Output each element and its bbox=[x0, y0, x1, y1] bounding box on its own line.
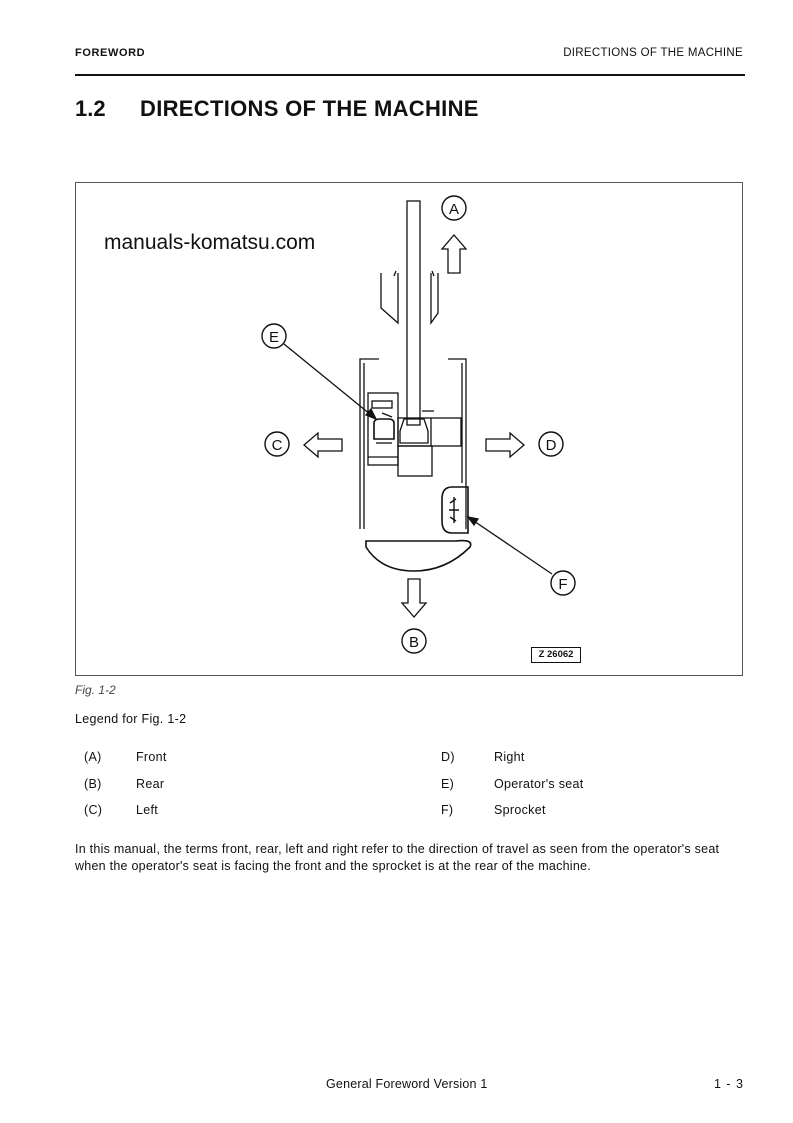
label-circle-f bbox=[550, 570, 576, 596]
legend-text-b: Rear bbox=[136, 777, 165, 791]
arrow-rear-icon bbox=[400, 578, 428, 618]
label-circle-e bbox=[261, 323, 287, 349]
header-rule bbox=[75, 74, 745, 76]
sprocket bbox=[441, 486, 469, 534]
watermark: manuals-komatsu.com bbox=[104, 231, 316, 254]
legend-text-e: Operator's seat bbox=[494, 777, 584, 791]
legend-text-f: Sprocket bbox=[494, 803, 546, 817]
legend-key-c: (C) bbox=[84, 803, 103, 817]
legend-text-d: Right bbox=[494, 750, 525, 764]
label-f: F bbox=[558, 576, 567, 593]
header-section: FOREWORD bbox=[75, 47, 146, 59]
label-circle-b bbox=[401, 628, 427, 654]
legend-key-d: D) bbox=[441, 750, 455, 764]
body-paragraph: In this manual, the terms front, rear, l… bbox=[75, 842, 720, 873]
header-chapter: DIRECTIONS OF THE MACHINE bbox=[563, 47, 743, 59]
label-d: D bbox=[546, 437, 557, 454]
legend-key-b: (B) bbox=[84, 777, 102, 791]
machine-diagram: A B C D E F bbox=[261, 195, 576, 654]
legend-key-f: F) bbox=[441, 803, 454, 817]
legend-text-a: Front bbox=[136, 750, 167, 764]
arrow-left-icon bbox=[303, 431, 343, 459]
section-title: DIRECTIONS OF THE MACHINE bbox=[140, 96, 479, 121]
label-a: A bbox=[449, 201, 459, 218]
legend-key-a: (A) bbox=[84, 750, 102, 764]
boom-arm bbox=[380, 200, 439, 444]
legend-title: Legend for Fig. 1-2 bbox=[75, 712, 187, 726]
figure-code: Z 26062 bbox=[531, 647, 581, 663]
upper-structure bbox=[359, 358, 472, 572]
label-c: C bbox=[272, 437, 283, 454]
page-number: 1 - 3 bbox=[714, 1077, 745, 1091]
label-e: E bbox=[269, 329, 279, 346]
figure-frame: A B C D E F manuals-komatsu.com Z 26062 bbox=[75, 182, 743, 676]
arrow-front-icon bbox=[440, 234, 468, 274]
legend-key-e: E) bbox=[441, 777, 455, 791]
leader-lines bbox=[283, 343, 553, 575]
label-circle-a bbox=[441, 195, 467, 221]
label-b: B bbox=[409, 634, 419, 651]
label-circle-d bbox=[538, 431, 564, 457]
section-number: 1.2 bbox=[75, 96, 106, 121]
legend-text-c: Left bbox=[136, 803, 159, 817]
footer-title: General Foreword Version 1 bbox=[326, 1077, 488, 1091]
arrow-right-icon bbox=[485, 431, 525, 459]
label-circle-c bbox=[264, 431, 290, 457]
figure-caption: Fig. 1-2 bbox=[75, 683, 116, 697]
